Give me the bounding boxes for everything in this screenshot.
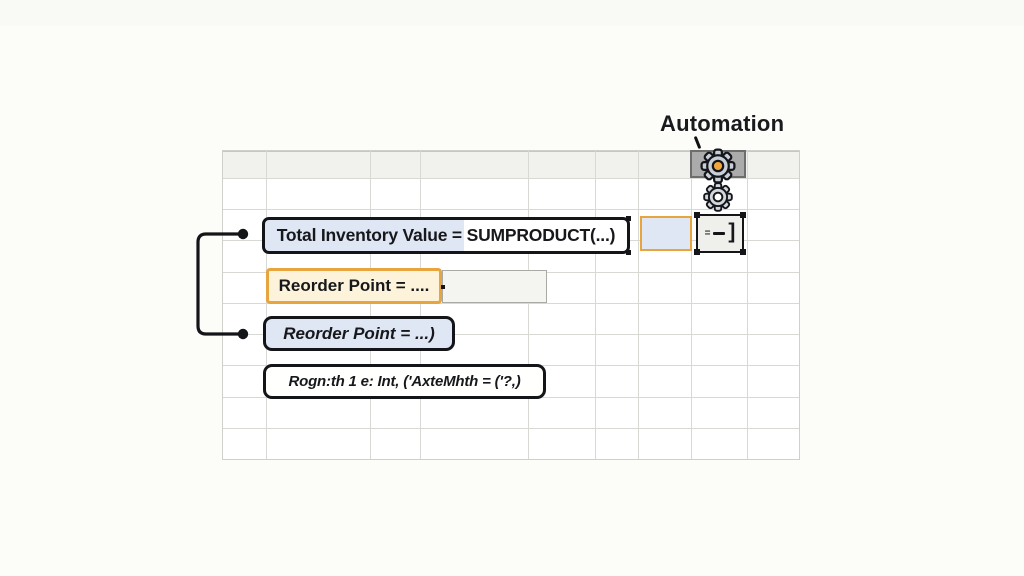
range-selection-rect[interactable] [441, 270, 547, 303]
grid-column-line [638, 151, 639, 459]
selected-formula-object[interactable]: = ] [694, 212, 746, 255]
bracket-mark: ] [728, 219, 736, 243]
formula-text: Reorder Point = .... [278, 276, 430, 295]
grid-column-line [747, 151, 748, 459]
selection-handle[interactable] [740, 212, 746, 218]
selection-handle[interactable] [626, 216, 631, 221]
grid-row-line [223, 428, 799, 429]
selection-handle[interactable] [694, 249, 700, 255]
connector-bracket [196, 228, 249, 340]
equals-sign: = [704, 228, 711, 239]
grid-column-line [595, 151, 596, 459]
formula-text: Total Inventory Value = SUMPRODUCT(...) [276, 225, 616, 245]
formula-box-garbled[interactable]: Rogn:th 1 e: Int, ('AxteMhth = ('?,) [263, 364, 546, 399]
selection-handle[interactable] [694, 212, 700, 218]
highlighted-cell[interactable] [640, 216, 692, 251]
gear-icon[interactable] [699, 147, 737, 185]
selection-handle[interactable] [740, 249, 746, 255]
grid-column-line [528, 151, 529, 459]
grid-column-line [370, 151, 371, 459]
top-band [0, 0, 1024, 26]
page-title: Automation [660, 111, 785, 136]
grid-column-line [691, 151, 692, 459]
selection-handle[interactable] [626, 250, 631, 255]
grid-column-line [420, 151, 421, 459]
grid-row-line [223, 209, 799, 210]
grid-row-line [223, 178, 799, 179]
formula-text: Rogn:th 1 e: Int, ('AxteMhth = ('?,) [288, 373, 521, 390]
grid-column-line [266, 151, 267, 459]
formula-box-reorder-point-active[interactable]: Reorder Point = .... [266, 268, 442, 304]
grid-row-line [223, 334, 799, 335]
gear-icon[interactable] [702, 181, 734, 213]
selection-handle[interactable] [441, 284, 445, 289]
formula-box-reorder-point[interactable]: Reorder Point = ...) [263, 316, 455, 351]
formula-text: Reorder Point = ...) [283, 323, 435, 343]
formula-box-total-inventory[interactable]: Total Inventory Value = SUMPRODUCT(...) [262, 216, 631, 255]
grid-row-line [223, 303, 799, 304]
dash-mark [713, 231, 726, 236]
